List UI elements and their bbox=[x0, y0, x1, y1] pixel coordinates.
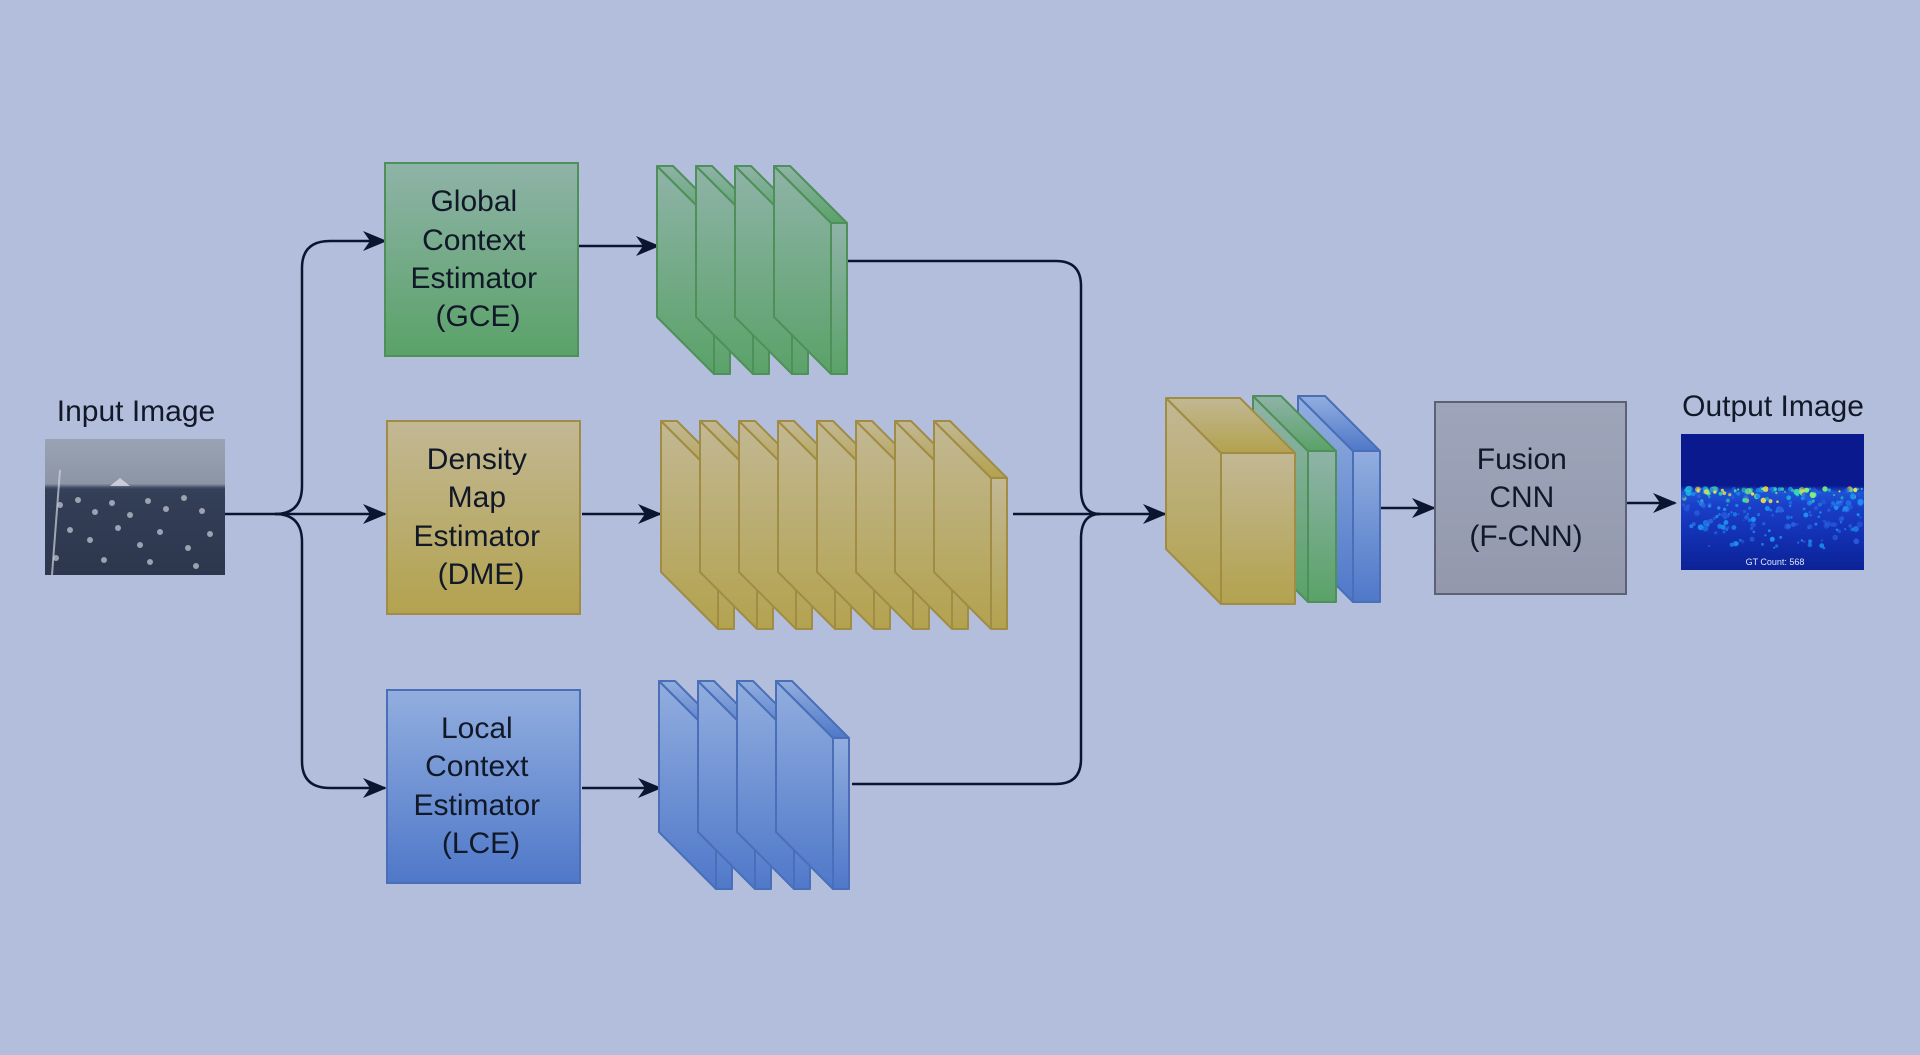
svg-text:Fusion CNN (F-CNN): Fusion CNN (F-CNN) bbox=[1469, 443, 1582, 553]
fcnn-label-line: (F-CNN) bbox=[1469, 520, 1582, 553]
feature-map-top bbox=[775, 680, 850, 739]
block-front bbox=[1220, 452, 1296, 605]
feature-map-slab bbox=[773, 165, 848, 375]
slab-front bbox=[1307, 450, 1337, 603]
output-image-label: Output Image bbox=[1682, 390, 1864, 423]
block-top bbox=[1165, 397, 1296, 454]
fcnn-label-line: CNN bbox=[1489, 481, 1554, 514]
slab-front bbox=[1352, 450, 1381, 603]
arrow-input-to-lce bbox=[274, 512, 387, 798]
slab-top bbox=[1252, 395, 1337, 452]
feature-map-front bbox=[830, 222, 848, 375]
line-gce-maps-to-concat bbox=[848, 259, 1101, 516]
lce-label-line: Local bbox=[441, 712, 513, 745]
output-density-map: GT Count: 568 bbox=[1681, 434, 1864, 570]
feature-map-front bbox=[832, 737, 850, 890]
feature-map-slab bbox=[933, 420, 1008, 630]
gce-label-line: Estimator bbox=[410, 262, 537, 295]
concat-dme-block bbox=[1165, 397, 1296, 605]
fcnn-label-line: Fusion bbox=[1477, 443, 1567, 476]
arrow-input-to-gce bbox=[274, 231, 387, 516]
dme-label-line: (DME) bbox=[438, 558, 525, 591]
dme-label-line: Density bbox=[427, 443, 527, 476]
concatenated-features bbox=[1165, 395, 1381, 605]
connectors bbox=[225, 231, 1677, 798]
gce-label-line: Context bbox=[422, 224, 526, 257]
slab-top bbox=[1297, 395, 1381, 452]
dme-label-line: Map bbox=[448, 481, 506, 514]
dme-label-line: Estimator bbox=[413, 520, 540, 553]
gt-count-label: GT Count: 568 bbox=[1746, 557, 1805, 567]
input-image bbox=[45, 439, 225, 576]
gce-label-line: (GCE) bbox=[436, 300, 521, 333]
svg-text:Density Map Estima: Density Map Estimator (DME) bbox=[413, 443, 548, 591]
feature-map-top bbox=[773, 165, 848, 224]
fcnn-module: Fusion CNN (F-CNN) bbox=[1434, 401, 1627, 595]
dme-feature-maps bbox=[660, 420, 1008, 630]
line-lce-maps-to-concat bbox=[852, 512, 1101, 786]
gce-module: Global Context Estimator (GCE) bbox=[384, 162, 579, 357]
lce-feature-maps bbox=[658, 680, 850, 890]
feature-map-top bbox=[933, 420, 1008, 479]
gce-label-line: Global bbox=[430, 185, 517, 218]
lce-label-line: Context bbox=[425, 750, 529, 783]
feature-map-slab bbox=[775, 680, 850, 890]
svg-text:Local Context Esti: Local Context Estimator (LCE) bbox=[413, 712, 548, 860]
gce-feature-maps bbox=[656, 165, 848, 375]
dme-module: Density Map Estimator (DME) bbox=[386, 420, 581, 615]
lce-module: Local Context Estimator (LCE) bbox=[386, 689, 581, 884]
feature-map-front bbox=[990, 477, 1008, 630]
input-image-label: Input Image bbox=[57, 395, 215, 428]
lce-label-line: Estimator bbox=[413, 789, 540, 822]
svg-text:Global Context Est: Global Context Estimator (GCE) bbox=[410, 185, 545, 333]
lce-label-line: (LCE) bbox=[442, 827, 520, 860]
